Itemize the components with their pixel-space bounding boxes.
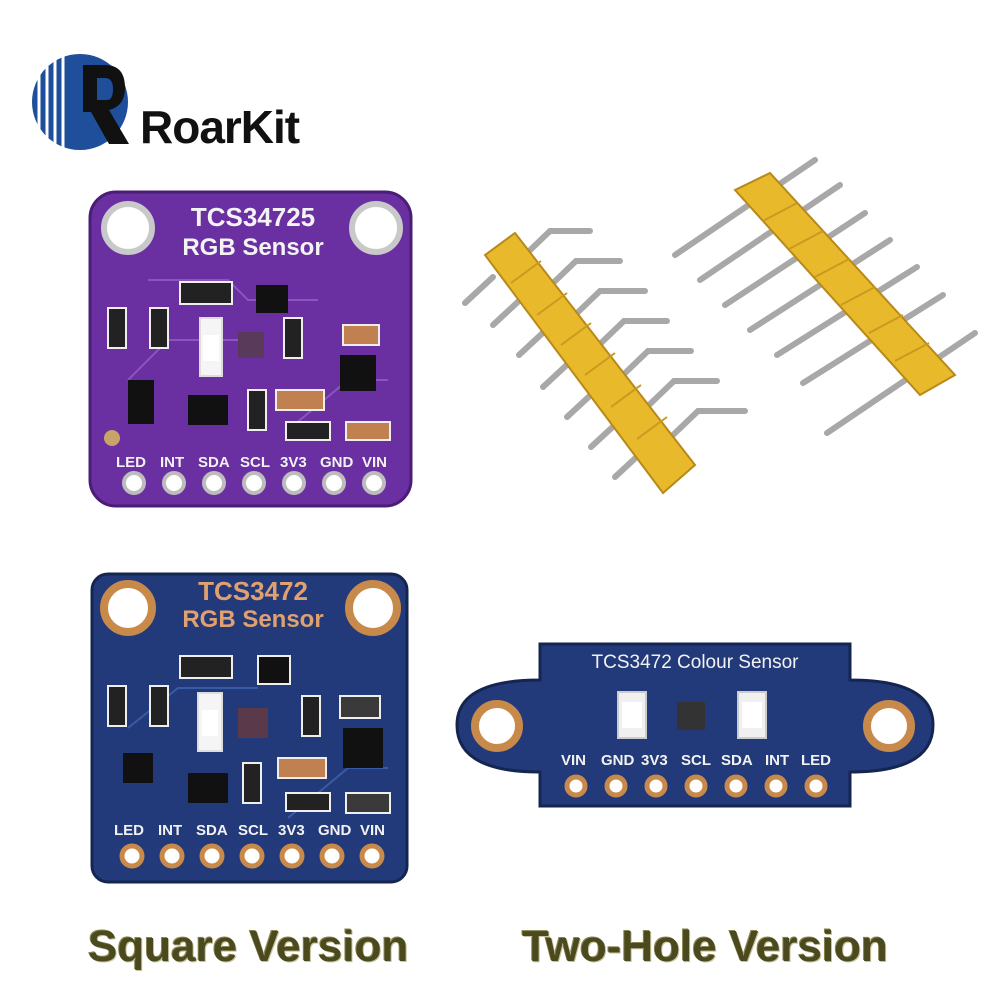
blue-square-pin-label: SCL [238, 822, 268, 839]
blue-twohole-pin-label: 3V3 [641, 752, 668, 769]
blue-square-board-subtitle: RGB Sensor [182, 606, 324, 633]
purple-board-subtitle: RGB Sensor [182, 234, 324, 261]
blue-twohole-pin-label: INT [765, 752, 790, 769]
purple-board-title: TCS34725 [190, 202, 316, 232]
purple-pcb-graphic [88, 190, 413, 508]
straight-pin-header [672, 157, 978, 436]
purple-pin-label: SDA [198, 454, 230, 471]
blue-square-pcb-graphic [90, 572, 409, 884]
blue-twohole-sensor-board: TCS3472 Colour Sensor VIN GND 3V3 SCL SD… [455, 640, 935, 810]
purple-pin-label: VIN [362, 454, 388, 471]
blue-twohole-pin-label: GND [601, 752, 635, 769]
twohole-version-caption: Two-Hole Version [522, 922, 888, 971]
blue-twohole-pin-label: SCL [681, 752, 711, 769]
purple-pin-label: 3V3 [280, 454, 307, 471]
blue-square-sensor-board: TCS3472 RGB Sensor LED INT SDA SCL 3V3 G… [88, 568, 413, 886]
blue-square-pin-label: LED [114, 822, 144, 839]
purple-pin-label: INT [160, 454, 185, 471]
blue-square-pin-label: 3V3 [278, 822, 305, 839]
purple-pin-label: GND [320, 454, 354, 471]
brand-logo [25, 40, 365, 170]
blue-twohole-pin-label: VIN [561, 752, 587, 769]
blue-twohole-pin-label: LED [801, 752, 831, 769]
purple-sensor-board: TCS34725 RGB Sensor LED INT SDA SCL 3V3 … [88, 190, 413, 508]
purple-pin-label: LED [116, 454, 146, 471]
roarkit-logo-icon [32, 54, 129, 150]
blue-square-pin-label: SDA [196, 822, 228, 839]
blue-twohole-pcb-graphic [455, 642, 935, 808]
blue-square-board-title: TCS3472 [198, 576, 308, 606]
blue-twohole-pin-label: SDA [721, 752, 753, 769]
right-angle-pin-header [462, 228, 748, 495]
blue-twohole-board-title: TCS3472 Colour Sensor [591, 652, 799, 673]
square-version-caption: Square Version [88, 922, 409, 971]
purple-pin-label: SCL [240, 454, 270, 471]
blue-square-pin-label: GND [318, 822, 352, 839]
brand-name: RoarKit [140, 101, 300, 153]
blue-square-pin-label: VIN [360, 822, 386, 839]
blue-square-pin-label: INT [158, 822, 183, 839]
